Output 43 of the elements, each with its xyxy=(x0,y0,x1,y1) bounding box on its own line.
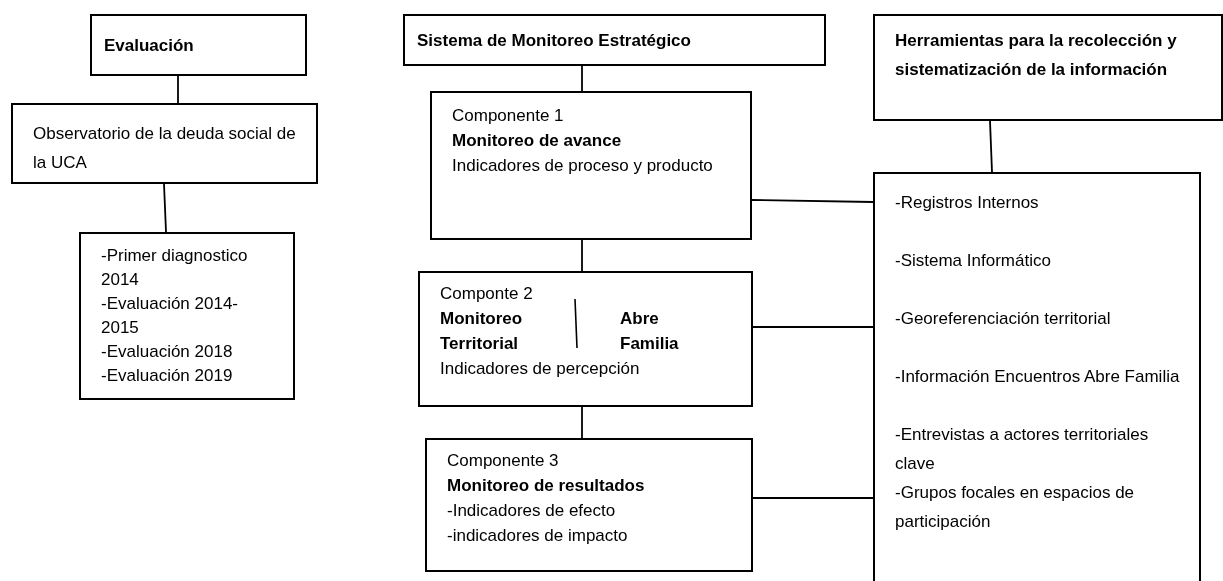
connector-line xyxy=(752,326,874,328)
process-box xyxy=(873,14,1223,121)
box-heading: Sistema de Monitoreo Estratégico xyxy=(417,30,692,52)
process-box xyxy=(430,91,752,240)
box-text: Componente 3 xyxy=(447,450,560,472)
box-text: Componente 1 xyxy=(452,105,565,127)
box-text: -Evaluación 2018 xyxy=(101,341,234,363)
box-text: Indicadores de percepción xyxy=(440,358,641,380)
connector-line xyxy=(752,497,874,499)
box-heading: Evaluación xyxy=(104,35,195,57)
box-text: -Grupos focales en espacios de participación xyxy=(895,482,1136,533)
connector-line xyxy=(163,183,167,233)
box-text: -indicadores de impacto xyxy=(447,525,629,547)
box-text: Componte 2 xyxy=(440,283,534,305)
box-text: -Registros Internos xyxy=(895,192,1040,214)
box-text: -Evaluación 2019 xyxy=(101,365,234,387)
box-heading: Abre Familia xyxy=(620,308,680,355)
box-heading: Monitoreo de avance xyxy=(452,130,623,152)
connector-line xyxy=(751,199,874,203)
connector-line xyxy=(581,406,583,439)
connector-line xyxy=(989,120,993,173)
process-box xyxy=(90,14,307,76)
box-text: -Información Encuentros Abre Familia xyxy=(895,366,1181,388)
connector-line xyxy=(177,75,179,104)
box-heading: Herramientas para la recolección y sistematización de la información xyxy=(895,30,1178,81)
process-box xyxy=(418,271,753,407)
process-box xyxy=(11,103,318,184)
box-text: Observatorio de la deuda social de la UCA xyxy=(33,123,296,174)
box-heading: Monitoreo Territorial xyxy=(440,308,524,355)
box-text: -Georeferenciación territorial xyxy=(895,308,1112,330)
process-box xyxy=(873,172,1201,581)
connector-line xyxy=(581,65,583,92)
box-text: -Indicadores de efecto xyxy=(447,500,617,522)
box-heading: Monitoreo de resultados xyxy=(447,475,646,497)
connector-line xyxy=(581,239,583,272)
box-text: -Evaluación 2014-2015 xyxy=(101,293,240,339)
process-box xyxy=(79,232,295,400)
process-box xyxy=(425,438,753,572)
box-text: Indicadores de proceso y producto xyxy=(452,155,714,177)
box-text: -Primer diagnostico 2014 xyxy=(101,245,249,291)
process-box xyxy=(403,14,826,66)
box-text: -Sistema Informático xyxy=(895,250,1052,272)
box-text: -Entrevistas a actores territoriales clave xyxy=(895,424,1150,475)
